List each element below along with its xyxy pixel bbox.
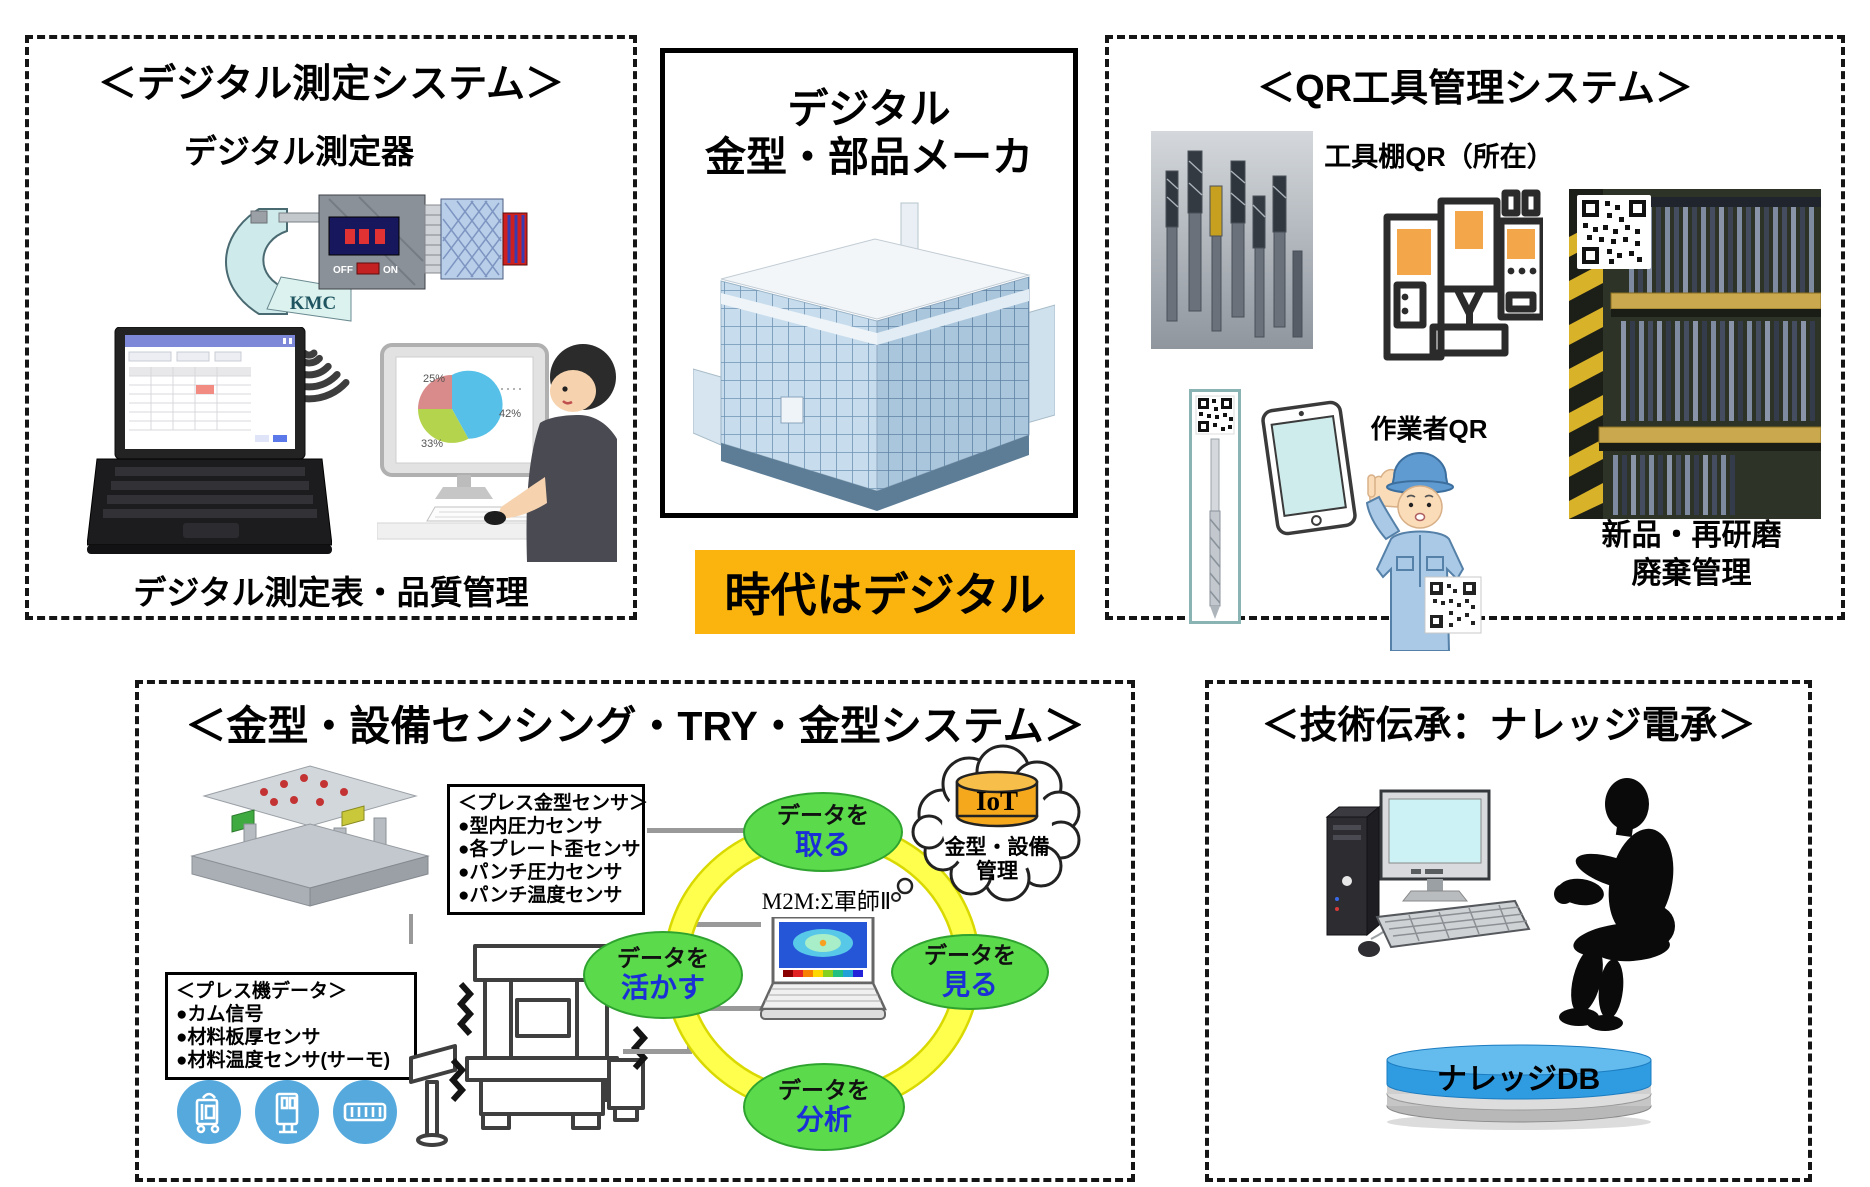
- shelf-qr-code: [1577, 195, 1651, 269]
- micrometer-illustration: KMC OFF ON: [225, 194, 528, 322]
- cycle-text: データを: [924, 942, 1016, 969]
- panel-title: ＜金型・設備センシング・TRY・金型システム＞: [185, 703, 1085, 749]
- panel-knowledge-transfer: ＜技術伝承：ナレッジ電承＞: [1205, 680, 1812, 1182]
- connector-press-cycle: [623, 1049, 691, 1054]
- m2m-label: M2M:Σ軍師Ⅱ: [761, 889, 892, 914]
- box-item: ●カム信号: [176, 1004, 264, 1025]
- panel-qr-tool-management: ＜QR工具管理システム＞: [1105, 35, 1845, 651]
- cycle-text: データを: [617, 945, 709, 972]
- cycle-text: 分析: [795, 1104, 852, 1136]
- connector-sensorbox-cycle: [647, 828, 747, 833]
- pie-label-42: 42%: [499, 408, 521, 420]
- center-maker-box: デジタル 金型・部品メーカ: [660, 48, 1078, 518]
- cycle-step-analyze: データを 分析: [743, 1063, 905, 1151]
- maker-title-line1: デジタル: [787, 86, 951, 132]
- worker-qr-badge: [1424, 576, 1482, 634]
- iot-label: IoT: [976, 786, 1018, 816]
- panel-title: ＜QR工具管理システム＞: [1257, 68, 1693, 110]
- equipment-icon-3: [333, 1080, 397, 1144]
- panel-digital-measurement: ＜デジタル測定システム＞ デジタル測定器 KMC OFF ON: [25, 35, 637, 620]
- press-mold-sensor-box: ＜プレス金型センサ＞ ●型内圧力センサ ●各プレート歪センサ ●パンチ圧力センサ…: [447, 784, 649, 915]
- worker-illustration: [1365, 452, 1482, 651]
- analysis-laptop: [759, 917, 887, 1020]
- cycle-text: 見る: [941, 969, 998, 1001]
- factory-building-illustration: [693, 202, 1055, 511]
- press-machine-data-box: ＜プレス機データ＞ ●カム信号 ●材料板厚センサ ●材料温度センサ(サーモ): [165, 972, 417, 1080]
- equipment-icon-2: [255, 1080, 319, 1144]
- connector-left-top: [687, 922, 761, 927]
- cutting-tools-photo: [1151, 131, 1313, 349]
- box-item: ●パンチ温度センサ: [458, 885, 623, 906]
- pie-label-25: 25%: [423, 373, 445, 385]
- person-silhouette: [1554, 778, 1675, 1031]
- box-item: ●材料温度センサ(サーモ): [176, 1050, 391, 1071]
- cycle-step-see: データを 見る: [891, 934, 1049, 1010]
- cycle-text: データを: [778, 1077, 870, 1104]
- mic-on-label: ON: [383, 265, 398, 276]
- device-label: デジタル測定器: [183, 133, 415, 170]
- cycle-text: 取る: [794, 829, 851, 861]
- connector-left-bottom: [687, 1006, 761, 1011]
- panel-title: ＜技術伝承：ナレッジ電承＞: [1261, 705, 1756, 747]
- tool-caption-line2: 廃棄管理: [1631, 557, 1752, 590]
- tool-caption-line1: 新品・再研磨: [1601, 519, 1782, 552]
- cycle-step-utilize: データを 活かす: [583, 931, 743, 1019]
- box-item: ●各プレート歪センサ: [458, 839, 641, 860]
- shelf-qr-label: 工具棚QR（所在）: [1324, 142, 1554, 172]
- tablet-illustration: [1258, 398, 1359, 538]
- box-title: ＜プレス機データ＞: [176, 981, 348, 1002]
- tool-shelf-photo: [1569, 189, 1821, 519]
- drill-qr-code: [1195, 395, 1235, 435]
- box-item: ●材料板厚センサ: [176, 1027, 321, 1048]
- connector-mold-press: [409, 914, 413, 944]
- cloud-label-line2: 管理: [976, 859, 1018, 883]
- panel-title: ＜デジタル測定システム＞: [97, 63, 565, 106]
- maker-title-line2: 金型・部品メーカ: [705, 134, 1033, 180]
- laptop-measurement-sheet: [87, 327, 332, 554]
- kmc-label: KMC: [290, 293, 336, 314]
- operator-pie-monitor: 25% 42% 33%: [377, 343, 617, 562]
- pie-label-33: 33%: [421, 438, 443, 450]
- cycle-text: 活かす: [620, 972, 705, 1004]
- db-label: ナレッジDB: [1436, 1063, 1601, 1096]
- measurement-caption: デジタル測定表・品質管理: [133, 574, 529, 611]
- cycle-text: データを: [777, 802, 869, 829]
- iot-cloud: IoT 金型・設備 管理: [891, 736, 1091, 906]
- tool-caption: 新品・再研磨 廃棄管理: [1549, 517, 1834, 593]
- cycle-step-take: データを 取る: [743, 792, 903, 872]
- box-title: ＜プレス金型センサ＞: [458, 793, 649, 814]
- era-digital-banner: 時代はデジタル: [695, 550, 1075, 634]
- cnc-machine-icon: [1383, 189, 1543, 361]
- desktop-pc-illustration: [1325, 789, 1531, 957]
- press-mold-cad: [190, 765, 430, 907]
- equipment-icon-1: [177, 1080, 241, 1144]
- cloud-label-line1: 金型・設備: [944, 835, 1050, 859]
- box-item: ●型内圧力センサ: [458, 816, 603, 837]
- worker-qr-label: 作業者QR: [1370, 414, 1488, 444]
- box-item: ●パンチ圧力センサ: [458, 862, 623, 883]
- panel-sensing-system: ＜金型・設備センシング・TRY・金型システム＞ ＜プレス金型センサ＞ ●型内圧力…: [135, 680, 1135, 1182]
- drill-qr-photo: [1189, 389, 1241, 624]
- mic-off-label: OFF: [333, 265, 353, 276]
- knowledge-db: ナレッジDB: [1371, 1032, 1666, 1132]
